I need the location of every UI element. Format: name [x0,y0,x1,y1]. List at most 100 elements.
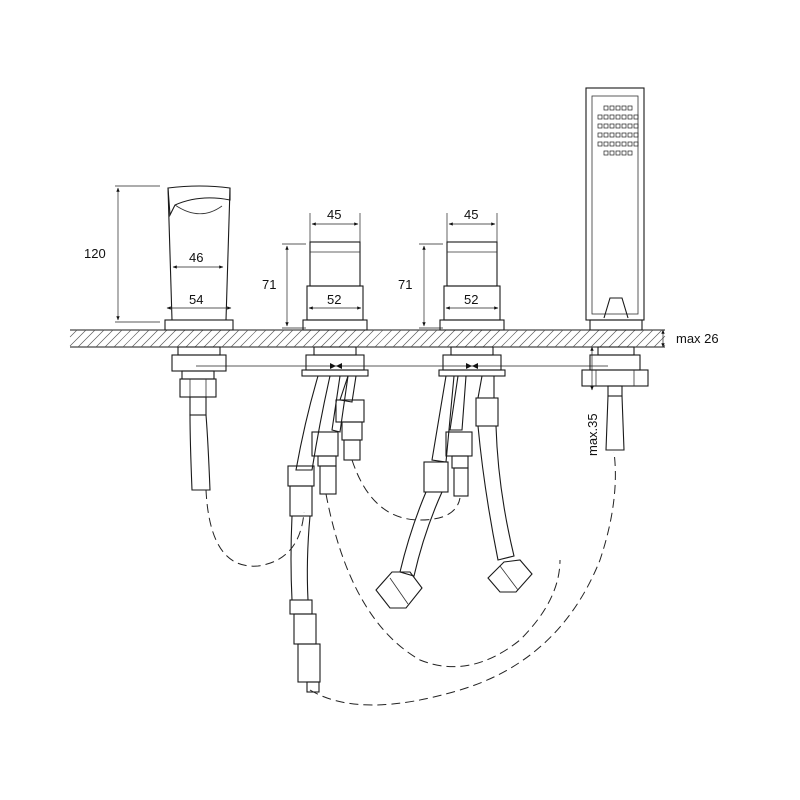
shower-nozzle [615,114,621,120]
deck-hatch-line [239,329,258,348]
shower-nozzle [603,150,609,156]
shower-nozzle [621,114,627,120]
shower-nozzle [621,150,627,156]
hand-shower [581,87,649,451]
shower-nozzle [633,114,639,120]
deck-hatch-line [536,329,555,348]
shower-nozzle-grid [597,105,639,156]
shower-nozzle [597,141,603,147]
deck-hatch-line [374,329,393,348]
deck-hatch-line [482,329,501,348]
shower-nozzle [597,123,603,129]
deck-hatch-line [356,329,375,348]
deck-hatch-line [518,329,537,348]
deck-hatch-line [428,329,447,348]
shower-nozzle [603,105,609,111]
deck-hatch-line [401,329,420,348]
deck-hatch-line [527,329,546,348]
valve-right-top-dimension: 45 [446,207,498,242]
deck-hatch-line [221,329,240,348]
deck-hatch-line [185,329,204,348]
deck-hatch-line [194,329,213,348]
valve-left-height-label: 71 [262,277,276,292]
deck-hatch-line [563,329,582,348]
shower-nozzle [603,141,609,147]
deck-hatch-line [212,329,231,348]
handshower-depth-dimension: max.35 [585,346,600,456]
deck-hatch-line [437,329,456,348]
shower-nozzle [597,114,603,120]
shower-nozzle [621,132,627,138]
deck-hatch-line [158,329,177,348]
shower-nozzle [603,132,609,138]
deck-hatch-line [203,329,222,348]
deck-hatch-line [230,329,249,348]
deck-hatch-line [131,329,150,348]
deck-hatch-line [176,329,195,348]
deck-section [69,329,666,348]
deck-hatch-line [554,329,573,348]
deck-hatch-line [617,329,636,348]
deck-hatch-line [69,329,87,347]
spout-height-label: 120 [84,246,106,261]
hose-routing-dashes [205,451,616,706]
deck-hatch-line [590,329,609,348]
deck-hatch-line [500,329,519,348]
deck-hatch-line [338,329,357,348]
spout-top-width-label: 46 [189,250,203,265]
shower-nozzle [615,123,621,129]
deck-hatch-line [608,329,627,348]
deck-hatch-line [95,329,114,348]
deck-hatch-line [347,329,366,348]
deck-hatch-line [365,329,384,348]
valve-left-base-label: 52 [327,292,341,307]
deck-hatch-line [275,329,294,348]
deck-hatch-line [69,329,78,338]
deck-hatch-line [383,329,402,348]
deck-hatch-line [266,329,285,348]
shower-nozzle [621,105,627,111]
valve-right-height-dimension: 71 [398,243,443,329]
deck-hatch-line [446,329,465,348]
shower-nozzle [615,132,621,138]
shower-nozzle [609,123,615,129]
deck-hatch-line [248,329,267,348]
shower-nozzle [615,141,621,147]
deck-hatch-line [149,329,168,348]
shower-nozzle [627,105,633,111]
valve-right-height-label: 71 [398,277,412,292]
deck-hatch-line [293,329,312,348]
shower-nozzle [615,105,621,111]
valve-left-top-label: 45 [327,207,341,222]
deck-hatch-line [419,329,438,348]
deck-hatch-line [320,329,339,348]
handshower-depth-label: max.35 [585,413,600,456]
valve-right [438,241,506,377]
fitting-spacing-line [196,363,608,369]
shower-nozzle [609,150,615,156]
spout-base-width-label: 54 [189,292,203,307]
shower-nozzle [621,141,627,147]
deck-hatch-line [329,329,348,348]
deck-hatch-line [302,329,321,348]
deck-hatch-line [572,329,591,348]
deck-thickness-label: max 26 [676,331,719,346]
shower-nozzle [633,132,639,138]
deck-hatch-line [410,329,429,348]
shower-nozzle [627,141,633,147]
shower-nozzle [627,132,633,138]
deck-hatch-line [545,329,564,348]
deck-hatch-line [464,329,483,348]
deck-hatch-line [599,329,618,348]
shower-nozzle [627,150,633,156]
shower-nozzle [597,132,603,138]
shower-nozzle [627,114,633,120]
deck-hatch-line [167,329,186,348]
deck-hatch-line [113,329,132,348]
deck-hatch-line [455,329,474,348]
deck-hatch-line [644,329,663,348]
spout [164,185,234,491]
deck-hatch-line [491,329,510,348]
shower-nozzle [621,123,627,129]
shower-nozzle [633,123,639,129]
